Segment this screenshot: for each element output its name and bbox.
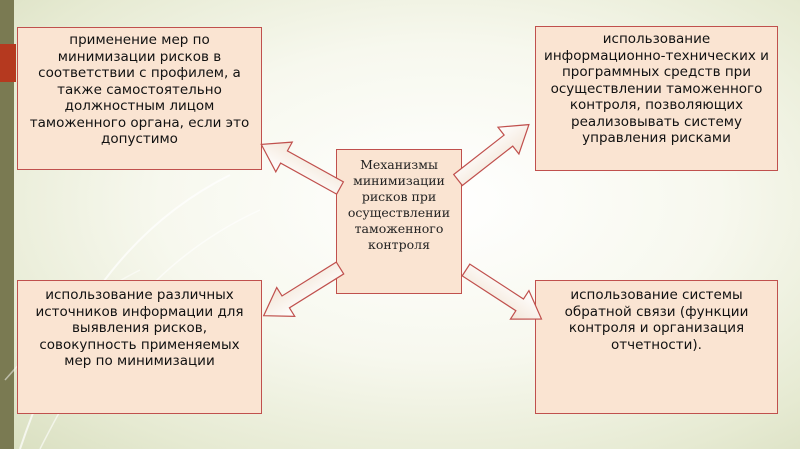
center-box: Механизмы минимизации рисков при осущест… [336, 149, 462, 294]
box-top-right: использование информационно-технических … [535, 26, 778, 171]
box-bottom-right-text: использование системы обратной связи (фу… [564, 287, 749, 353]
center-box-text: Механизмы минимизации рисков при осущест… [347, 157, 451, 252]
box-bottom-left: использование различных источников инфор… [17, 280, 262, 414]
box-top-left: применение мер по минимизации рисков в с… [17, 27, 262, 170]
box-top-left-text: применение мер по минимизации рисков в с… [29, 32, 250, 147]
left-accent-block [0, 44, 16, 82]
box-bottom-right: использование системы обратной связи (фу… [535, 280, 778, 414]
box-bottom-left-text: использование различных источников инфор… [35, 287, 244, 369]
left-decorative-strip [0, 0, 14, 449]
box-top-right-text: использование информационно-технических … [544, 31, 769, 146]
